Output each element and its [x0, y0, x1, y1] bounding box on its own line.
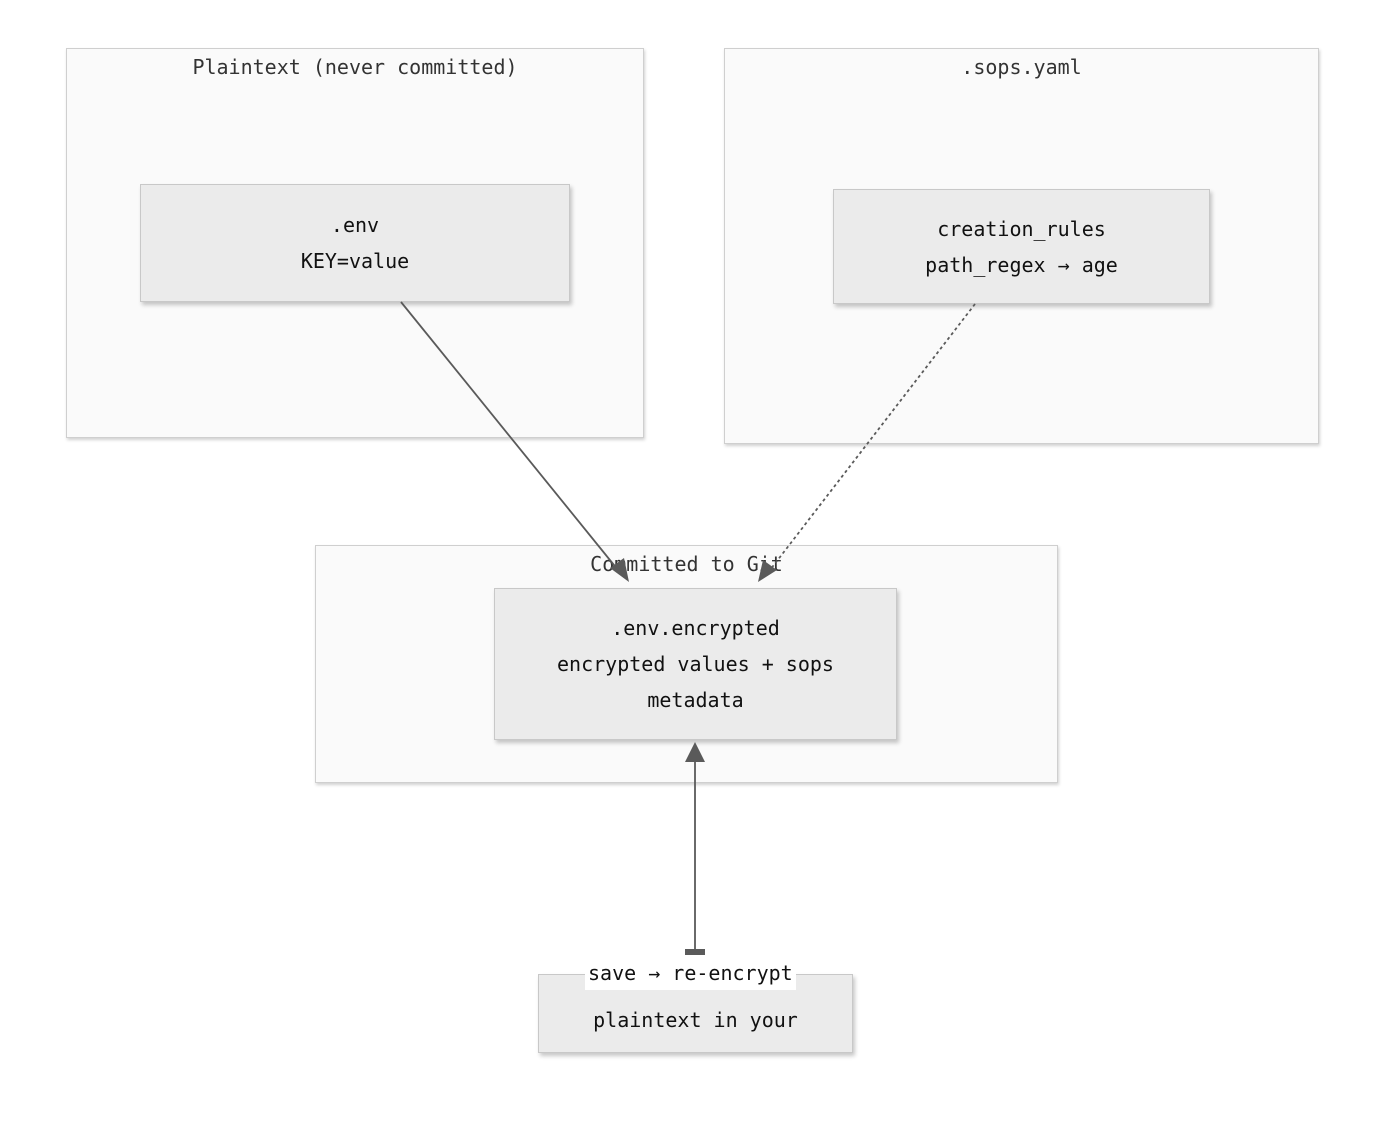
node-env-encrypted[interactable]: .env.encrypted encrypted values + sops m… — [494, 588, 897, 740]
node-rules-name: creation_rules — [937, 216, 1106, 241]
node-encrypted-content-1: encrypted values + sops — [557, 652, 834, 676]
node-env-content: KEY=value — [300, 249, 410, 273]
node-encrypted-content-2: metadata — [647, 688, 744, 712]
group-title-sops-config: .sops.yaml — [961, 55, 1082, 79]
node-rules-content: path_regex → age — [925, 252, 1118, 277]
node-editor-text: plaintext in your — [593, 1008, 798, 1032]
group-title-git: Committed to Git — [590, 552, 783, 576]
edge-label-save-reencrypt: save → re-encrypt — [585, 956, 796, 990]
node-encrypted-name: .env.encrypted — [611, 616, 780, 640]
node-creation-rules[interactable]: creation_rules path_regex → age — [833, 189, 1210, 304]
edge-editor-tail — [685, 949, 705, 955]
node-env-name: .env — [330, 213, 380, 237]
node-env-file[interactable]: .env KEY=value — [140, 184, 570, 302]
group-title-plaintext: Plaintext (never committed) — [192, 55, 518, 79]
